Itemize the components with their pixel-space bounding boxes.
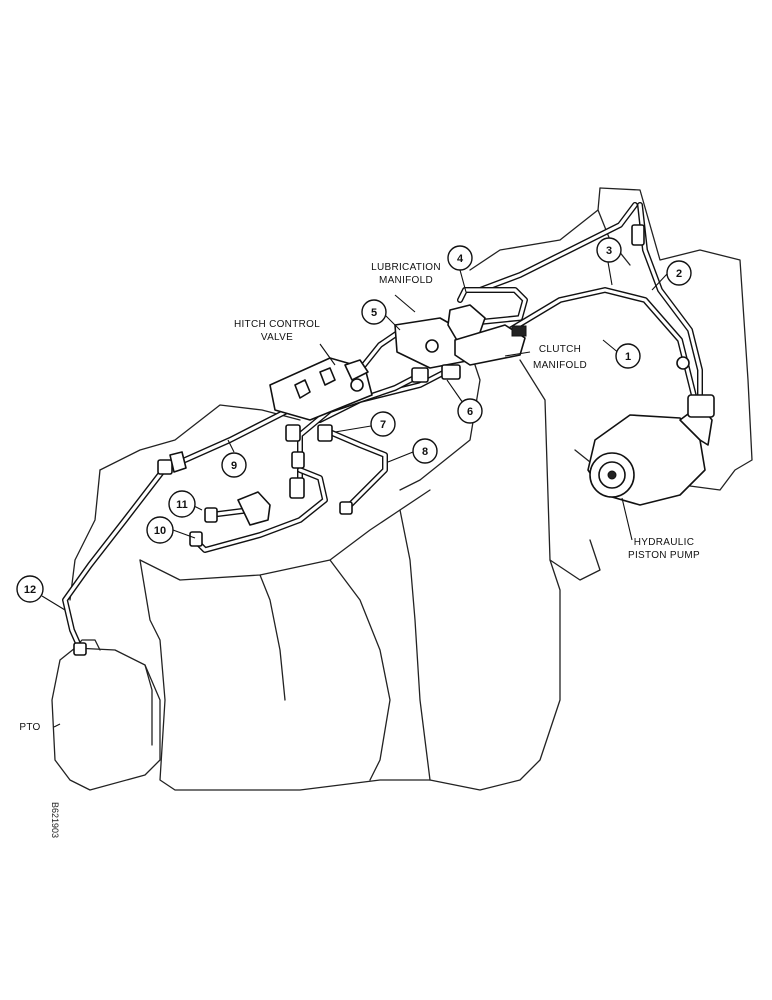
hitch-control-valve-body — [269, 357, 373, 421]
tube-line-3 — [477, 202, 638, 293]
svg-text:CLUTCH: CLUTCH — [539, 344, 581, 355]
label-hitch-control-valve: HITCH CONTROL VALVE — [234, 319, 320, 343]
svg-text:HITCH CONTROL: HITCH CONTROL — [234, 319, 320, 330]
callout-5: 5 — [361, 299, 387, 325]
figure-number: B621903 — [50, 802, 60, 838]
svg-text:11: 11 — [176, 499, 188, 511]
svg-text:2: 2 — [676, 268, 682, 280]
svg-text:PISTON PUMP: PISTON PUMP — [628, 550, 700, 561]
svg-text:MANIFOLD: MANIFOLD — [533, 360, 587, 371]
callout-12: 12 — [16, 575, 44, 603]
label-lubrication-manifold: LUBRICATION MANIFOLD — [371, 262, 441, 286]
clutch-manifold-block — [454, 324, 527, 366]
label-pto: PTO — [19, 722, 40, 733]
transmission-housing-outline — [399, 187, 753, 791]
callout-6: 6 — [457, 398, 483, 424]
svg-text:VALVE: VALVE — [261, 332, 293, 343]
tube-line-10 — [192, 467, 328, 553]
svg-text:12: 12 — [24, 584, 36, 596]
svg-text:5: 5 — [371, 307, 377, 319]
callout-7: 7 — [370, 411, 396, 437]
leader-lines — [41, 261, 668, 728]
svg-text:HYDRAULIC: HYDRAULIC — [634, 537, 695, 548]
callout-8: 8 — [412, 438, 438, 464]
svg-text:6: 6 — [467, 406, 473, 418]
callout-10: 10 — [146, 516, 174, 544]
tube-line-4 — [457, 287, 528, 325]
callout-1: 1 — [615, 343, 641, 369]
callout-4: 4 — [447, 245, 473, 271]
lubrication-manifold-block — [394, 304, 486, 369]
callout-2: 2 — [666, 260, 692, 286]
svg-text:LUBRICATION: LUBRICATION — [371, 262, 441, 273]
svg-text:8: 8 — [422, 446, 428, 458]
tube-line-8 — [322, 427, 388, 513]
svg-text:4: 4 — [457, 253, 464, 265]
label-hydraulic-piston-pump: HYDRAULIC PISTON PUMP — [628, 537, 700, 561]
callout-11: 11 — [168, 490, 196, 518]
label-clutch-manifold: CLUTCH MANIFOLD — [533, 344, 587, 371]
callout-3: 3 — [596, 237, 622, 263]
svg-text:MANIFOLD: MANIFOLD — [379, 275, 433, 286]
svg-text:9: 9 — [231, 460, 237, 472]
callout-9: 9 — [221, 452, 247, 478]
tube-line-12 — [62, 465, 168, 651]
tube-line-1 — [507, 287, 698, 403]
svg-text:1: 1 — [625, 351, 631, 363]
hydraulic-piston-pump-body — [587, 394, 715, 506]
engine-block-outline — [69, 404, 431, 791]
svg-text:3: 3 — [606, 245, 612, 257]
svg-text:7: 7 — [380, 419, 386, 431]
pto-housing — [51, 639, 161, 791]
fittings — [73, 224, 690, 656]
svg-text:PTO: PTO — [19, 722, 40, 733]
svg-text:10: 10 — [154, 525, 166, 537]
